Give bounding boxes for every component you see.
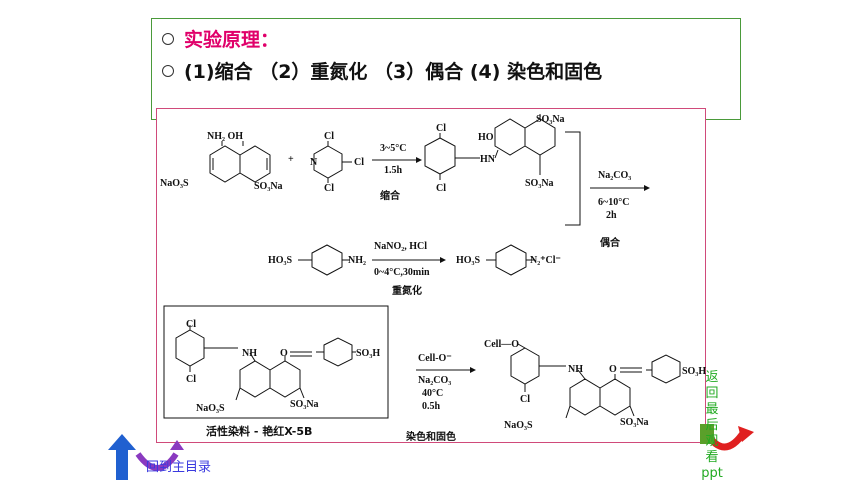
cond4-name: 染色和固色 (405, 430, 456, 443)
back-to-main-button[interactable] (108, 432, 218, 482)
final-cl: Cl (520, 394, 530, 405)
diazo-left: HO₃S (456, 255, 481, 266)
cc-cl-right: Cl (354, 157, 364, 168)
u-turn-arrow-head (170, 440, 184, 450)
cyanuric-chloride-structure (313, 141, 352, 183)
final-naso3s: NaO₃S (504, 420, 533, 431)
dye-naso3s: NaO₃S (196, 403, 225, 414)
final-cell-o: Cell—O (484, 339, 519, 350)
return-last-button[interactable] (700, 418, 756, 458)
return-arrow-head (738, 426, 754, 442)
u-turn-arrow-icon (135, 452, 179, 471)
cc-n: N (310, 157, 318, 168)
return-arrow-tail (700, 424, 714, 444)
cond2-temp: 6~10°C (598, 197, 629, 208)
return-last-label[interactable]: 返回最后观看ppt (700, 370, 724, 482)
cond4-time: 0.5h (422, 401, 441, 412)
sulfanilic-right: NH₂ (348, 255, 366, 266)
bullet-icon (162, 32, 174, 45)
final-o: O (609, 364, 617, 375)
cond1-temp: 3~5°C (380, 143, 406, 154)
dye-cl-top: Cl (186, 319, 196, 330)
final-nh: NH (568, 364, 583, 375)
cond4-base: Na₂CO₃ (418, 375, 451, 386)
reaction-scheme-box (156, 108, 706, 443)
dye-structure-box (163, 305, 389, 419)
p1-cl-bottom: Cl (436, 183, 446, 194)
dye-cl-bottom: Cl (186, 374, 196, 385)
dye-o: O (280, 348, 288, 359)
p1-ho: HO (478, 132, 494, 143)
return-last-text: 返回最后观看ppt (701, 370, 723, 481)
condensation-product-structure (424, 114, 556, 180)
diazo-right: N₂⁺Cl⁻ (530, 255, 561, 266)
cc-cl-bottom: Cl (324, 183, 334, 194)
cond3-reagents: NaNO₂, HCl (374, 241, 427, 252)
cond1-name: 缩合 (380, 189, 401, 202)
cond3-conditions: 0~4°C,30min (374, 267, 430, 278)
h-acid-nh2-oh: NH₂ OH (207, 131, 243, 142)
cond3-name: 重氮化 (392, 284, 422, 297)
steps-line: (1)缩合 （2）重氮化 （3）偶合 (4) 染色和固色 (162, 57, 602, 84)
dye-nh: NH (242, 348, 257, 359)
dye-so3na: SO₃Na (290, 399, 319, 410)
h-acid-left-group: NaO₃S (160, 178, 189, 189)
h-acid-right-group: SO₃Na (254, 181, 283, 192)
dye-caption: 活性染料 - 艳红X-5B (206, 424, 312, 438)
final-so3na: SO₃Na (620, 417, 649, 428)
principle-title: 实验原理： (184, 29, 280, 51)
steps-text: (1)缩合 （2）重氮化 （3）偶合 (4) 染色和固色 (184, 61, 603, 83)
cond1-time: 1.5h (384, 165, 403, 176)
sulfanilic-left: HO₃S (268, 255, 293, 266)
back-to-main-label[interactable]: 回到主目录 (146, 460, 212, 475)
diazonium-structure (486, 244, 534, 276)
dyed-fiber-structure (510, 343, 681, 419)
arrow-head-4 (470, 367, 476, 373)
cond4-temp: 40°C (422, 388, 443, 399)
dye-so3h: SO₃H (356, 348, 380, 359)
arrow-head-2 (644, 185, 650, 191)
up-arrow-icon (108, 434, 136, 480)
p1-so3na-top: SO₃Na (536, 114, 565, 125)
principle-box: 实验原理： (1)缩合 （2）重氮化 （3）偶合 (4) 染色和固色 (151, 18, 741, 120)
cond2-reagent: Na₂CO₃ (598, 170, 631, 181)
h-acid-structure (209, 141, 271, 183)
plus-sign: + (288, 154, 294, 165)
cond2-time: 2h (606, 210, 617, 221)
p1-hn: HN (480, 154, 496, 165)
final-so3h: SO₃H (682, 366, 706, 377)
arrow-head-1 (416, 157, 422, 163)
arrow-head-3 (440, 257, 446, 263)
sulfanilic-acid-structure (298, 244, 350, 276)
p1-cl-top: Cl (436, 123, 446, 134)
p1-so3na-bottom: SO₃Na (525, 178, 554, 189)
dye-structure (175, 325, 356, 401)
bracket (565, 131, 581, 226)
cc-cl-top: Cl (324, 131, 334, 142)
cond2-name: 偶合 (599, 236, 621, 249)
bullet-icon (162, 64, 174, 77)
principle-title-line: 实验原理： (162, 25, 279, 52)
cond4-reagent: Cell-O⁻ (418, 353, 452, 364)
